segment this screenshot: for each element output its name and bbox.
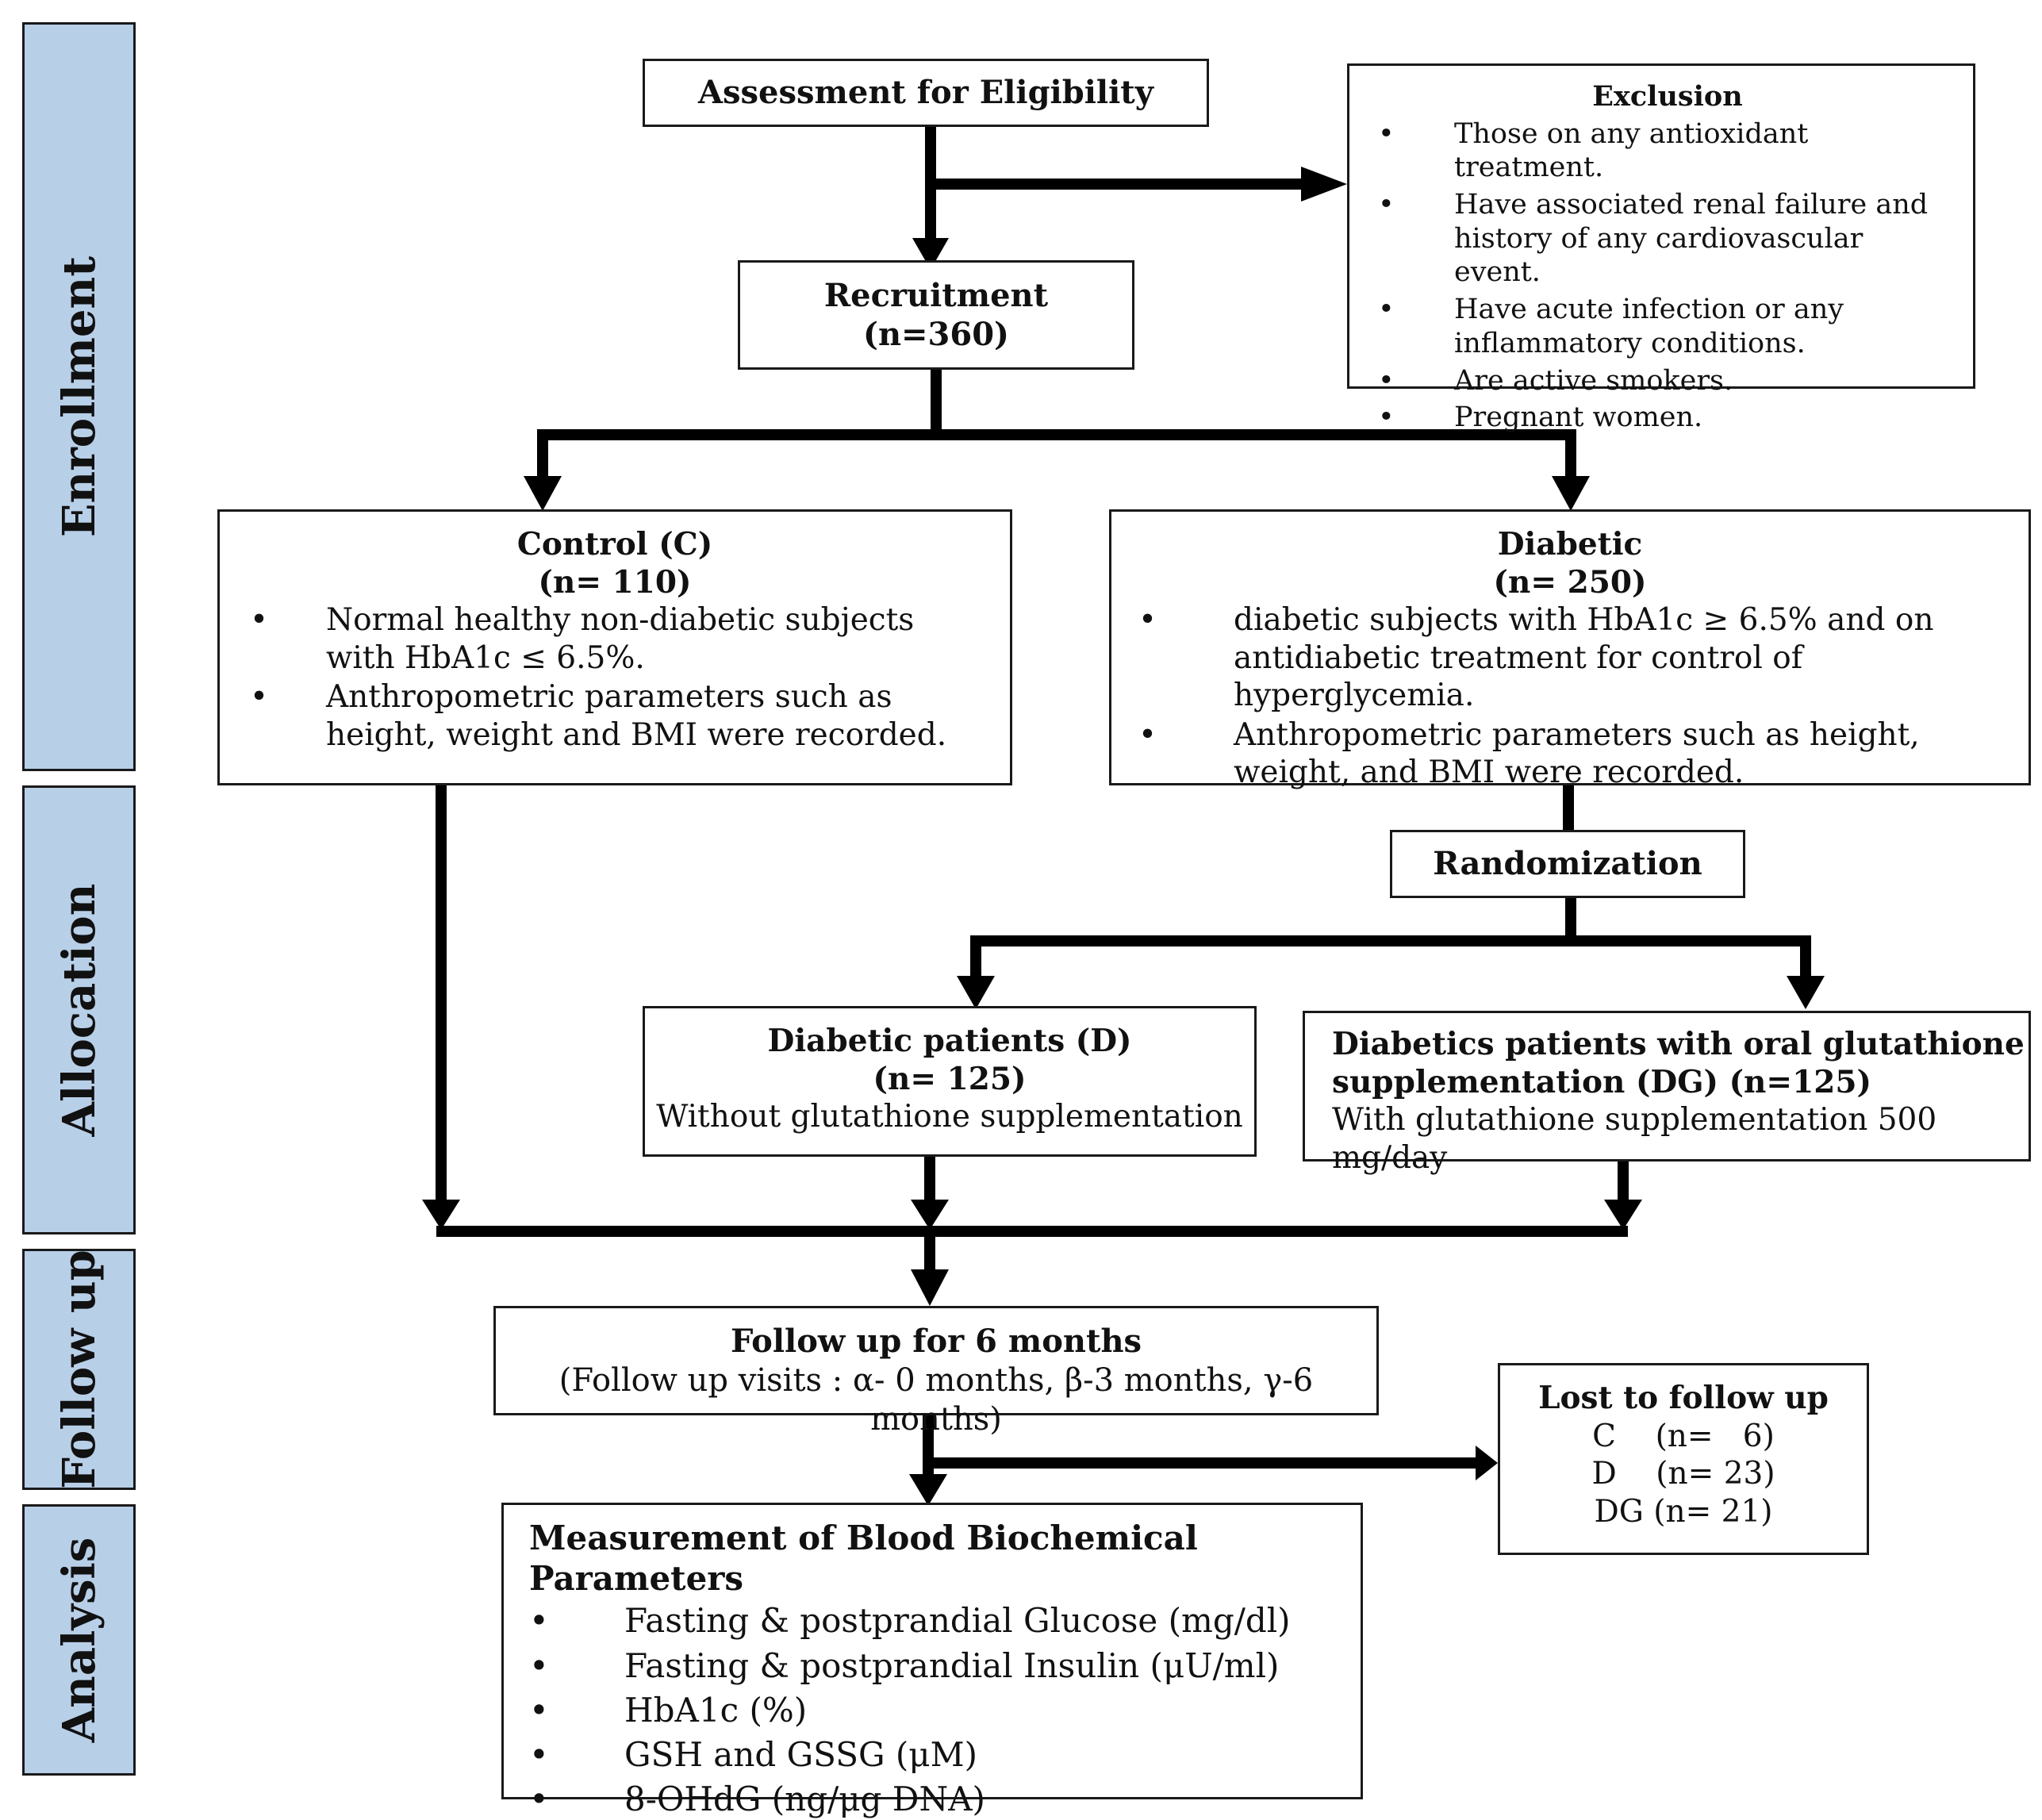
exclusion-box: Exclusion Those on any antioxidant treat… — [1347, 63, 1975, 435]
group-d-box: Diabetic patients (D) (n= 125) Without g… — [643, 1006, 1257, 1157]
assessment-box: Assessment for Eligibility — [643, 59, 1209, 127]
measurement-title: Measurement of Blood Biochemical Paramet… — [529, 1519, 1198, 1599]
measurement-item: 8-OHdG (ng/μg DNA) — [529, 1779, 1353, 1819]
follow-up-box: Follow up for 6 months (Follow up visits… — [493, 1306, 1379, 1438]
diabetic-title: Diabetic — [1497, 526, 1643, 563]
lost-row-d: D (n= 23) — [1591, 1456, 1775, 1492]
group-d-title: Diabetic patients (D) — [767, 1023, 1132, 1059]
exclusion-item: Those on any antioxidant treatment. — [1378, 117, 1957, 185]
diabetic-item: Anthropometric parameters such as height… — [1138, 716, 2009, 792]
exclusion-list: Those on any antioxidant treatment. Have… — [1378, 117, 1957, 435]
measurement-box: Measurement of Blood Biochemical Paramet… — [501, 1503, 1363, 1820]
recruitment-count: (n=360) — [863, 315, 1009, 353]
assessment-title: Assessment for Eligibility — [697, 74, 1154, 111]
exclusion-item: Have associated renal failure and histor… — [1378, 188, 1957, 290]
group-dg-title-line1: Diabetics patients with oral glutathione — [1332, 1026, 2025, 1062]
lost-box: Lost to follow up C (n= 6) D (n= 23) DG … — [1498, 1363, 1869, 1555]
control-box: Control (C) (n= 110) Normal healthy non-… — [217, 509, 1012, 785]
follow-up-title: Follow up for 6 months — [730, 1323, 1142, 1360]
measurement-list: Fasting & postprandial Glucose (mg/dl) F… — [529, 1600, 1353, 1819]
measurement-item: Fasting & postprandial Glucose (mg/dl) — [529, 1600, 1353, 1641]
exclusion-title: Exclusion — [1592, 80, 1743, 113]
group-d-count: (n= 125) — [873, 1060, 1027, 1097]
control-item: Normal healthy non-diabetic subjects wit… — [250, 601, 991, 677]
recruitment-box: Recruitment (n=360) — [738, 260, 1134, 370]
phase-analysis: Analysis — [22, 1504, 136, 1776]
phase-follow-up: Follow up — [22, 1249, 136, 1490]
diabetic-list: diabetic subjects with HbA1c ≥ 6.5% and … — [1130, 601, 2009, 792]
diabetic-item: diabetic subjects with HbA1c ≥ 6.5% and … — [1138, 601, 2009, 715]
lost-title: Lost to follow up — [1538, 1380, 1829, 1416]
exclusion-item: Are active smokers. — [1378, 364, 1957, 398]
diabetic-count: (n= 250) — [1493, 563, 1647, 601]
group-dg-title-line2: supplementation (DG) (n=125) — [1332, 1063, 1871, 1100]
measurement-item: HbA1c (%) — [529, 1690, 1353, 1730]
lost-row-dg: DG (n= 21) — [1594, 1493, 1773, 1530]
follow-up-desc: (Follow up visits : α- 0 months, β-3 mon… — [558, 1361, 1314, 1438]
measurement-item: Fasting & postprandial Insulin (μU/ml) — [529, 1645, 1353, 1686]
measurement-item: GSH and GSSG (μM) — [529, 1734, 1353, 1775]
phase-allocation: Allocation — [22, 785, 136, 1234]
group-dg-box: Diabetics patients with oral glutathione… — [1303, 1011, 2031, 1176]
phase-enrollment: Enrollment — [22, 22, 136, 771]
control-item: Anthropometric parameters such as height… — [250, 678, 991, 754]
control-count: (n= 110) — [538, 563, 692, 601]
control-title: Control (C) — [516, 526, 713, 563]
group-d-desc: Without glutathione supplementation — [656, 1099, 1243, 1135]
randomization-box: Randomization — [1390, 830, 1745, 898]
recruitment-title: Recruitment — [823, 277, 1049, 314]
control-list: Normal healthy non-diabetic subjects wit… — [239, 601, 991, 754]
exclusion-item: Pregnant women. — [1378, 401, 1957, 435]
lost-row-c: C (n= 6) — [1592, 1418, 1775, 1454]
randomization-title: Randomization — [1433, 845, 1702, 882]
exclusion-item: Have acute infection or any inflammatory… — [1378, 293, 1957, 360]
diabetic-box: Diabetic (n= 250) diabetic subjects with… — [1109, 509, 2031, 790]
group-dg-desc: With glutathione supplementation 500 mg/… — [1332, 1102, 1937, 1176]
